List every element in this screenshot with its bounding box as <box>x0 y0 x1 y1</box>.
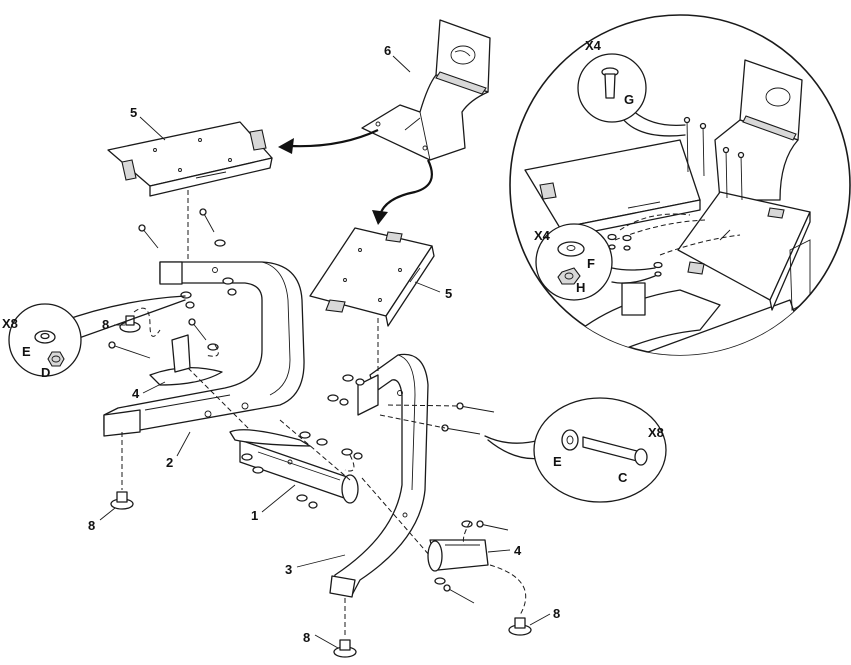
label-hardware-e-left: E <box>22 344 31 359</box>
foot-part-8-right-lower <box>509 618 531 635</box>
bracket-part-4-right <box>428 540 488 571</box>
label-hardware-c: C <box>618 470 628 485</box>
seat-back-part-6 <box>362 20 490 160</box>
label-part-5-lower: 5 <box>445 286 452 301</box>
label-qty-x8-right: X8 <box>648 425 664 440</box>
label-hardware-f: F <box>587 256 595 271</box>
bracket-part-4-left <box>150 335 222 385</box>
detail-magnified-view <box>510 15 850 380</box>
label-part-6: 6 <box>384 43 391 58</box>
label-part-8-left-lower: 8 <box>88 518 95 533</box>
label-part-8-right: 8 <box>553 606 560 621</box>
frame-tube-part-1 <box>230 430 358 503</box>
label-part-3: 3 <box>285 562 292 577</box>
label-qty-x8-left: X8 <box>2 316 18 331</box>
frame-tube-part-2 <box>104 262 304 436</box>
label-qty-x4-mid: X4 <box>534 228 551 243</box>
label-part-4-right: 4 <box>514 543 522 558</box>
seat-pan-part-5-upper <box>108 122 272 196</box>
label-qty-x4-top: X4 <box>585 38 602 53</box>
label-part-5-upper: 5 <box>130 105 137 120</box>
label-hardware-d: D <box>41 365 50 380</box>
seat-pan-part-5-lower <box>310 228 434 326</box>
label-hardware-g: G <box>624 92 634 107</box>
foot-part-8-center-lower <box>334 640 356 657</box>
label-part-8-left-upper: 8 <box>102 317 109 332</box>
foot-part-8-left-lower <box>111 492 133 509</box>
label-hardware-e-right: E <box>553 454 562 469</box>
label-part-8-center: 8 <box>303 630 310 645</box>
foot-part-8-left-upper <box>120 316 140 332</box>
label-part-4-left: 4 <box>132 386 140 401</box>
label-part-2: 2 <box>166 455 173 470</box>
label-part-1: 1 <box>251 508 258 523</box>
callout-hardware-left <box>9 296 185 376</box>
callout-hardware-right <box>485 398 666 502</box>
label-hardware-h: H <box>576 280 585 295</box>
